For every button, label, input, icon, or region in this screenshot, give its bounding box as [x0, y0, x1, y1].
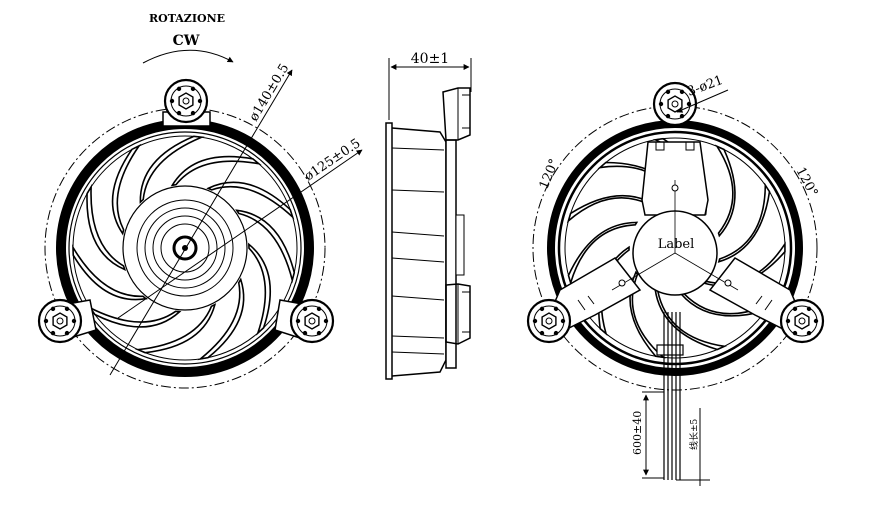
- fan-blade: [248, 242, 271, 336]
- mount-lug: [526, 298, 572, 344]
- rotation-arrow: [142, 49, 234, 64]
- side-housing: [391, 127, 447, 377]
- front-view: ROTAZIONE CW ø140±0.5 ø125±0.5: [37, 12, 364, 389]
- fan-blade: [714, 144, 736, 238]
- fan-blade: [86, 183, 127, 271]
- side-rear-frame: [445, 139, 457, 369]
- front-mount-lugs: [37, 78, 335, 344]
- angle-left-label: 120°: [537, 157, 563, 192]
- dia-inner-label: ø125±0.5: [302, 136, 364, 184]
- fan-blade: [111, 143, 142, 236]
- front-hub-ring-3: [152, 215, 218, 281]
- mount-hole-leader: [676, 89, 729, 113]
- fan-blade: [139, 135, 205, 204]
- front-hub-center: [172, 235, 198, 261]
- dia-outer-label: ø140±0.5: [247, 61, 293, 124]
- front-blades: [72, 135, 296, 361]
- fan-blade: [206, 181, 295, 220]
- rear-mount-lugs: [526, 81, 825, 344]
- front-outer-dashed-circle: [44, 107, 326, 389]
- lead-wires: [656, 312, 684, 480]
- side-blade-lines: [391, 147, 445, 355]
- front-hub-ring-1: [136, 199, 234, 297]
- rear-view: Label 3-ø21 120° 120° 600±40 线长±5: [526, 73, 825, 486]
- side-view: 40±1: [385, 51, 472, 380]
- fan-blade: [717, 182, 771, 263]
- dia-inner-leader: [117, 149, 363, 319]
- side-hub-stub: [455, 214, 465, 276]
- rear-spider: [547, 141, 803, 331]
- rotation-direction: CW: [173, 33, 200, 49]
- fan-blade: [654, 288, 728, 351]
- mount-lug: [289, 298, 335, 344]
- hub-label: Label: [658, 237, 695, 252]
- fan-blade: [235, 209, 296, 284]
- mount-holes-label: 3-ø21: [685, 73, 725, 100]
- mount-lug: [779, 298, 825, 344]
- rotation-title: ROTAZIONE: [149, 12, 225, 25]
- fan-blade: [134, 303, 217, 354]
- fan-blade: [88, 305, 182, 328]
- side-top-lug: [442, 87, 471, 141]
- front-inner-ring: [68, 131, 302, 365]
- rear-inner-ring: [557, 130, 793, 366]
- mount-lug: [163, 78, 209, 124]
- depth-label: 40±1: [411, 51, 449, 67]
- front-hub-ring-2: [144, 207, 226, 289]
- fan-blade: [567, 221, 639, 286]
- lead-length-label: 600±40: [631, 411, 644, 455]
- side-front-plate: [385, 122, 393, 380]
- dia-outer-leader: [109, 69, 293, 376]
- front-hub-outer: [122, 185, 248, 311]
- mount-lug: [37, 298, 83, 344]
- lead-spec-label: 线长±5: [688, 418, 700, 450]
- fan-blade: [72, 244, 148, 301]
- angle-right-label: 120°: [792, 165, 820, 200]
- fan-blade: [197, 277, 245, 361]
- fan-blade: [566, 194, 659, 224]
- fan-blade: [170, 155, 262, 187]
